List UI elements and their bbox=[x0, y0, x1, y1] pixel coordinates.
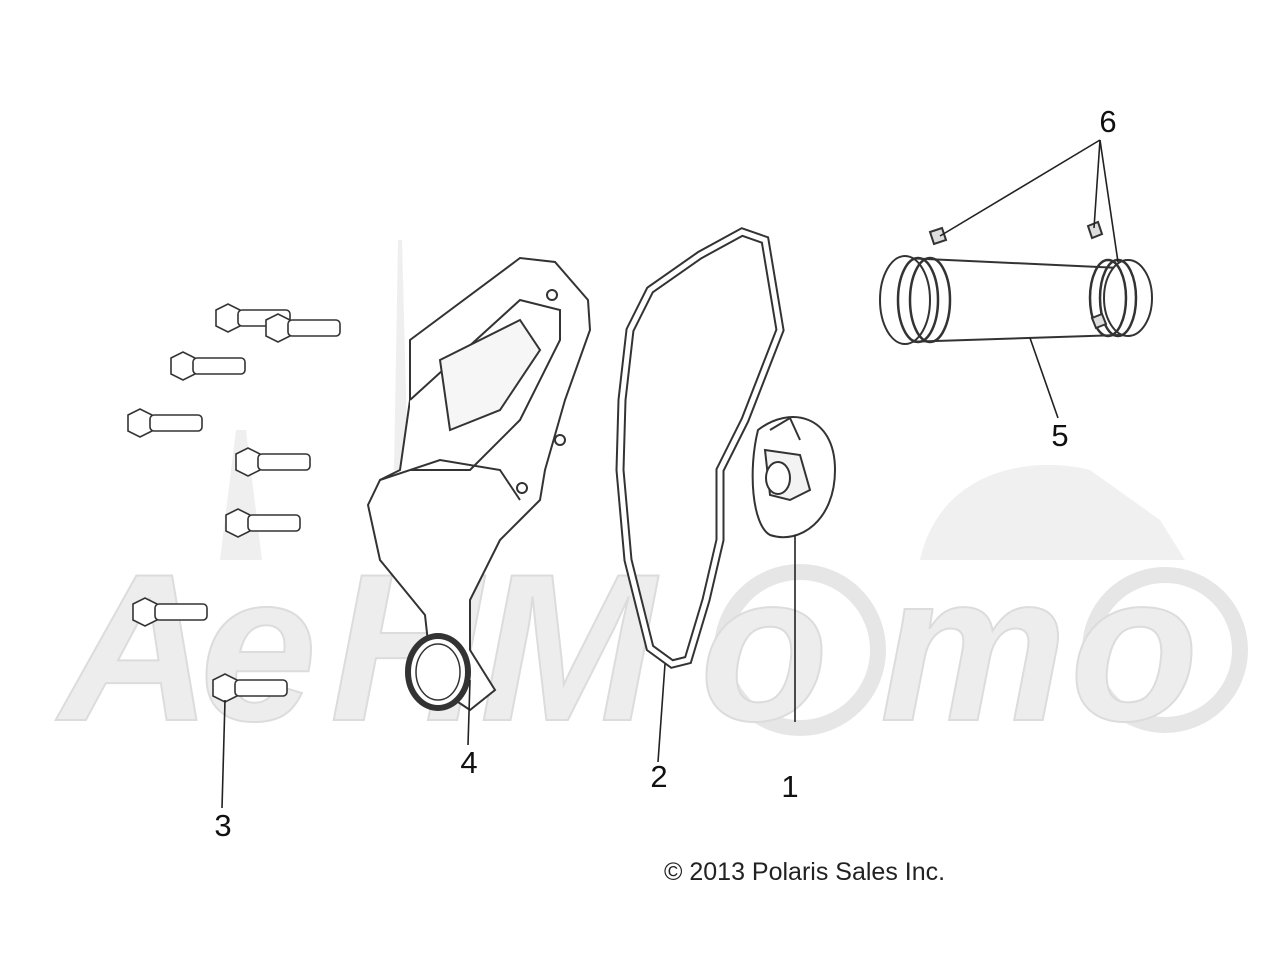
callout-1: 1 bbox=[781, 769, 798, 804]
watermark-letter: e bbox=[200, 530, 317, 765]
watermark-letter: A bbox=[55, 530, 212, 765]
callout-6: 6 bbox=[1099, 104, 1116, 139]
callout-2: 2 bbox=[650, 759, 667, 794]
copyright-notice: © 2013 Polaris Sales Inc. bbox=[664, 858, 946, 886]
cover-gasket[interactable] bbox=[615, 227, 785, 669]
watermark-letter: o bbox=[700, 530, 828, 765]
bolt[interactable] bbox=[127, 408, 203, 438]
impeller[interactable] bbox=[751, 416, 837, 539]
callout-5: 5 bbox=[1051, 418, 1068, 453]
coolant-tube[interactable] bbox=[879, 220, 1153, 348]
callout-3: 3 bbox=[214, 808, 231, 843]
bolt[interactable] bbox=[225, 508, 301, 538]
bolt[interactable] bbox=[132, 597, 208, 627]
leader-lines bbox=[221, 139, 1119, 809]
callout-4: 4 bbox=[460, 745, 477, 780]
bolt[interactable] bbox=[235, 447, 311, 477]
water-pump-cover[interactable] bbox=[366, 256, 592, 712]
bolt[interactable] bbox=[212, 673, 288, 703]
watermark: A e H M o m o bbox=[54, 240, 1248, 766]
watermark-letter: o bbox=[1070, 530, 1198, 765]
bolt[interactable] bbox=[265, 313, 341, 343]
watermark-letter: m bbox=[880, 530, 1067, 765]
flange-bolts[interactable] bbox=[127, 303, 341, 703]
bolt[interactable] bbox=[170, 351, 246, 381]
